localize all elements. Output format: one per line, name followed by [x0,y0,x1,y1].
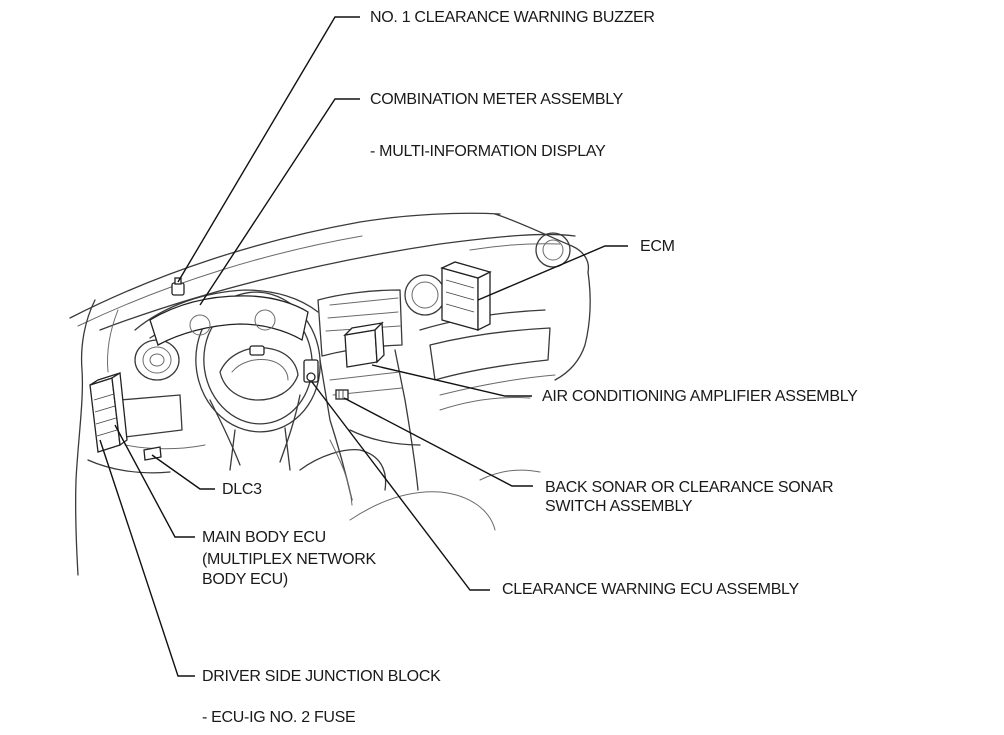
label-main-body-ecu-line2: (MULTIPLEX NETWORK [202,551,376,568]
dlc3-component [143,446,162,461]
combination-meter-component [149,295,309,346]
leader-ecm [477,245,628,301]
leader-sonar-switch [343,397,533,487]
leader-buzzer [177,16,360,283]
leader-dlc3 [151,454,215,490]
leader-lines [99,16,628,677]
label-ac-amplifier: AIR CONDITIONING AMPLIFIER ASSEMBLY [542,388,858,405]
leader-ac-amplifier [371,364,532,397]
ac-amplifier-component [343,321,385,368]
leader-junction-block [99,439,195,677]
label-combination-meter: COMBINATION METER ASSEMBLY [370,91,623,108]
label-main-body-ecu-line3: BODY ECU) [202,571,288,588]
buzzer-component [171,277,185,296]
junction-block-component [89,371,128,453]
label-ecm: ECM [640,238,675,255]
leader-meter [199,98,360,306]
label-buzzer: NO. 1 CLEARANCE WARNING BUZZER [370,9,655,26]
leader-main-body-ecu [114,424,195,538]
leader-warning-ecu [311,381,490,591]
label-sonar-switch-line1: BACK SONAR OR CLEARANCE SONAR [545,479,834,496]
label-junction-sub: - ECU-IG NO. 2 FUSE [202,709,356,726]
label-junction-block: DRIVER SIDE JUNCTION BLOCK [202,668,441,685]
label-main-body-ecu-line1: MAIN BODY ECU [202,529,326,546]
label-sonar-switch-line2: SWITCH ASSEMBLY [545,498,693,515]
ecm-component [440,261,492,332]
clearance-warning-ecu-component [303,359,319,383]
components [89,261,492,461]
label-dlc3: DLC3 [222,481,262,498]
label-meter-sub: - MULTI-INFORMATION DISPLAY [370,143,606,160]
dashboard-illustration [69,212,591,576]
label-clearance-warning-ecu: CLEARANCE WARNING ECU ASSEMBLY [502,581,799,598]
sonar-switch-component [335,389,349,400]
